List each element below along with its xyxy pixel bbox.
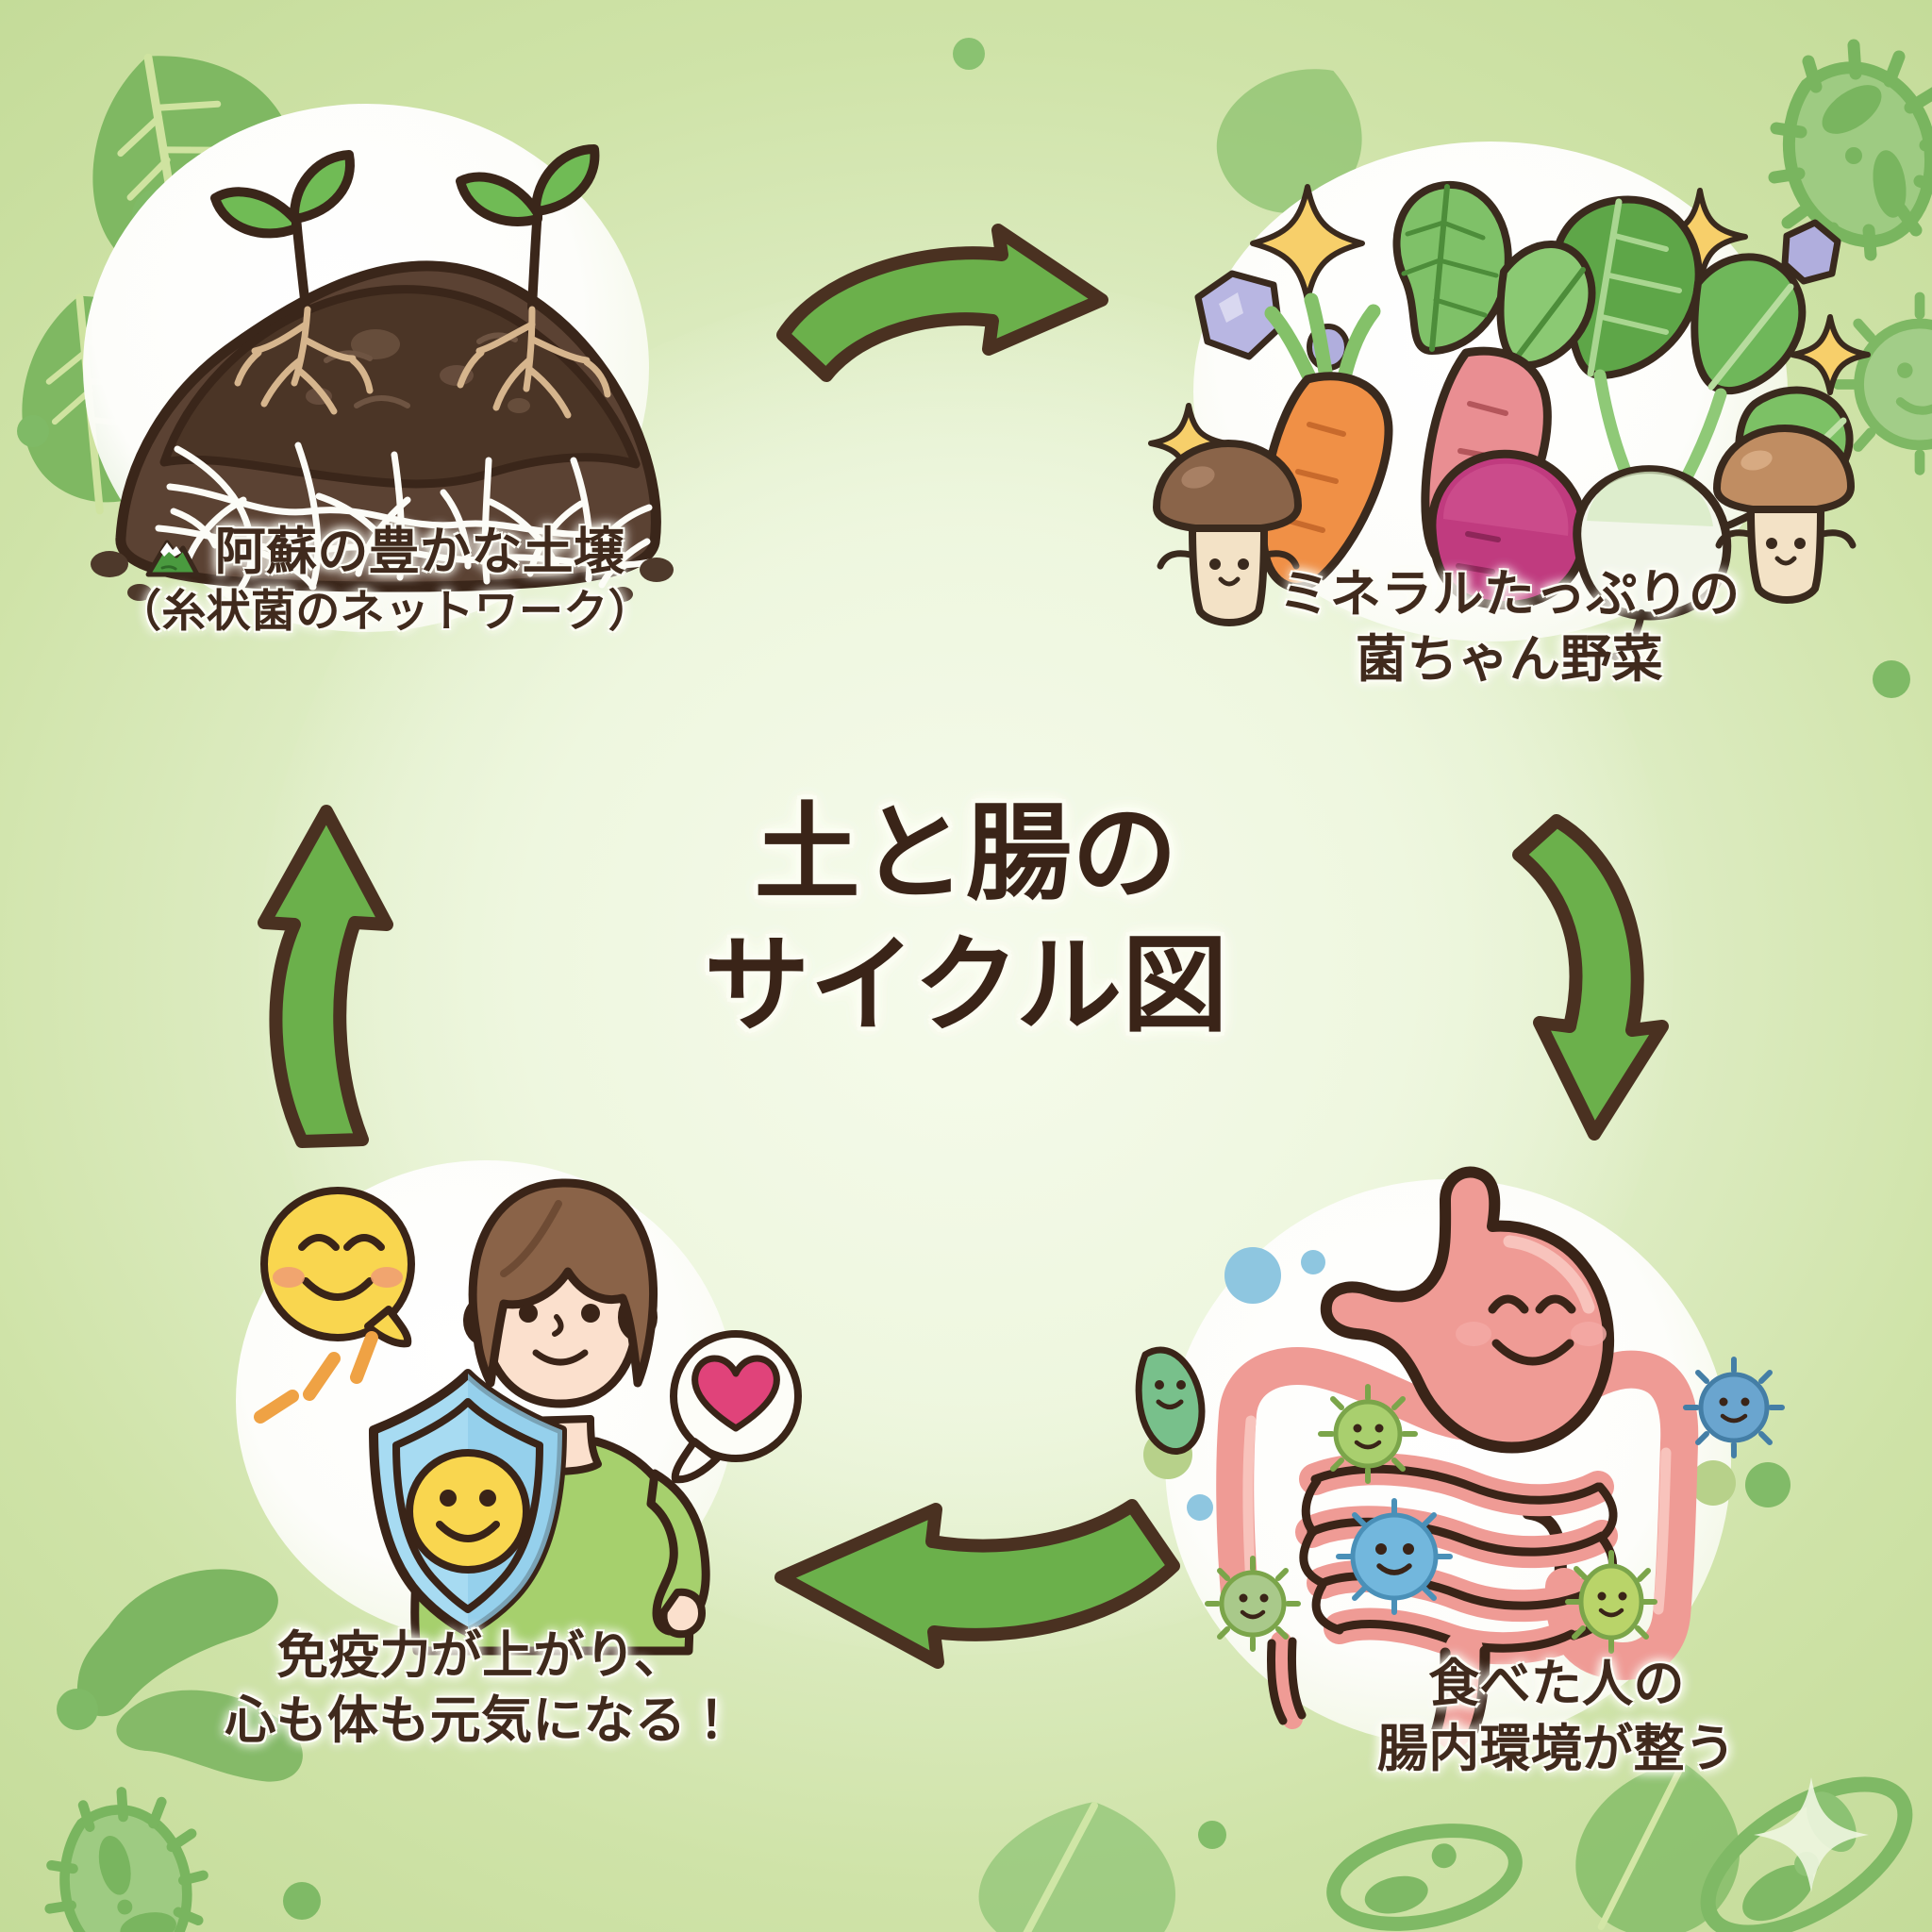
good-bacteria-green xyxy=(1318,1384,1418,1484)
bacteria-silhouette-icon xyxy=(44,1787,208,1932)
title-line-2: サイクル図 xyxy=(704,924,1228,1047)
good-bacteria-green xyxy=(1205,1556,1301,1652)
orange-carrot xyxy=(1257,292,1393,591)
beet-root xyxy=(1427,449,1589,610)
leafy-green-vegetable xyxy=(1551,195,1854,541)
good-bacteria-blue xyxy=(1336,1498,1453,1615)
soil-pebble xyxy=(612,587,633,602)
node-immunity[interactable]: 免疫力が上がり、 心も体も元気になる！ xyxy=(189,1141,849,1750)
dot-decoration xyxy=(1187,1494,1213,1521)
dot-decoration xyxy=(1198,1821,1226,1849)
soil-pebble xyxy=(640,558,674,582)
soil-pebble xyxy=(91,551,128,577)
gut-label: 食べた人の 腸内環境が整う xyxy=(1377,1651,1736,1781)
vegetables-label-sub: 菌ちゃん野菜 xyxy=(1356,629,1663,690)
arrow-soil-to-vegetables[interactable] xyxy=(764,224,1123,434)
arrow-immunity-to-soil[interactable] xyxy=(160,802,406,1160)
eye xyxy=(581,1304,600,1323)
node-vegetables[interactable]: ミネラルたっぷりの 菌ちゃん野菜 xyxy=(1132,123,1877,689)
eye xyxy=(519,1304,538,1323)
soil-label-main: 阿蘇の豊かな土壌 xyxy=(117,519,653,584)
sparkle-icon xyxy=(1790,314,1871,395)
dot-decoration xyxy=(1301,1250,1325,1274)
dot-decoration xyxy=(1873,660,1910,698)
dot-decoration xyxy=(17,415,49,447)
mouth xyxy=(532,1349,589,1366)
stomach-eye xyxy=(1535,1294,1576,1314)
soil-label-sub: （糸状菌のネットワーク） xyxy=(117,586,653,639)
immunity-label: 免疫力が上がり、 心も体も元気になる！ xyxy=(225,1623,737,1753)
vegetables-label: ミネラルたっぷりの 菌ちゃん野菜 xyxy=(1279,561,1740,691)
stomach xyxy=(1320,1166,1615,1454)
digestive-system-illustration xyxy=(1135,1166,1785,1749)
soil-label: 阿蘇の豊かな土壌 （糸状菌のネットワーク） xyxy=(117,519,653,641)
vegetables-label-main: ミネラルたっぷりの xyxy=(1278,564,1740,624)
gut-label-main: 食べた人の xyxy=(1428,1654,1685,1713)
arrow-vegetables-to-gut[interactable] xyxy=(1453,802,1736,1160)
stomach-smile xyxy=(1491,1339,1574,1366)
bacteria-silhouette-icon xyxy=(1326,1824,1523,1931)
node-soil[interactable]: 阿蘇の豊かな土壌 （糸状菌のネットワーク） xyxy=(74,104,696,638)
soil-mound-illustration xyxy=(91,144,674,602)
dot-decoration xyxy=(1224,1247,1281,1304)
sprout-right xyxy=(456,144,611,419)
node-gut[interactable]: 食べた人の 腸内環境が整う xyxy=(1094,1123,1849,1778)
stomach-eye xyxy=(1488,1294,1529,1314)
good-bacteria-rod xyxy=(1135,1346,1206,1455)
gut-label-sub: 腸内環境が整う xyxy=(1376,1719,1737,1779)
mineral-crystal xyxy=(1781,219,1841,285)
happy-woman-illustration xyxy=(254,1178,802,1656)
page-title: 土と腸の サイクル図 xyxy=(704,792,1228,1047)
sprout-left xyxy=(210,150,374,415)
mountain-icon xyxy=(145,535,200,578)
shield-smiley xyxy=(406,1449,530,1574)
immunity-label-main: 免疫力が上がり、 xyxy=(276,1625,686,1685)
arrow-gut-to-immunity[interactable] xyxy=(755,1499,1198,1717)
stomach-blush xyxy=(1456,1322,1491,1346)
immunity-shield xyxy=(369,1369,567,1637)
stomach-blush xyxy=(1571,1322,1607,1346)
mushroom-character xyxy=(1713,425,1857,604)
dot-decoration xyxy=(57,1689,98,1730)
white-turnip xyxy=(1573,465,1732,660)
vegetables-illustration xyxy=(1148,180,1871,660)
leaf-decoration xyxy=(978,1802,1175,1932)
soil-pebble xyxy=(127,584,152,601)
heart-icon xyxy=(691,1355,780,1432)
good-bacteria-green xyxy=(1565,1550,1657,1654)
beet-leaves xyxy=(1392,180,1596,369)
good-bacteria-blue xyxy=(1683,1357,1785,1458)
sparkle-lines xyxy=(254,1331,378,1424)
mushroom-character xyxy=(1153,440,1302,626)
immunity-label-sub: 心も体も元気になる！ xyxy=(225,1690,738,1751)
sparkle-watermark-icon xyxy=(1754,1777,1869,1892)
title-line-1: 土と腸の xyxy=(754,792,1178,915)
hair xyxy=(468,1178,658,1388)
hand xyxy=(659,1588,706,1639)
smiley-speech-bubble xyxy=(260,1187,415,1348)
dot-decoration xyxy=(283,1882,321,1920)
dot-decoration xyxy=(953,38,985,70)
heart-speech-bubble xyxy=(670,1330,802,1484)
dot-decoration xyxy=(1690,1460,1736,1506)
nose xyxy=(552,1314,564,1337)
